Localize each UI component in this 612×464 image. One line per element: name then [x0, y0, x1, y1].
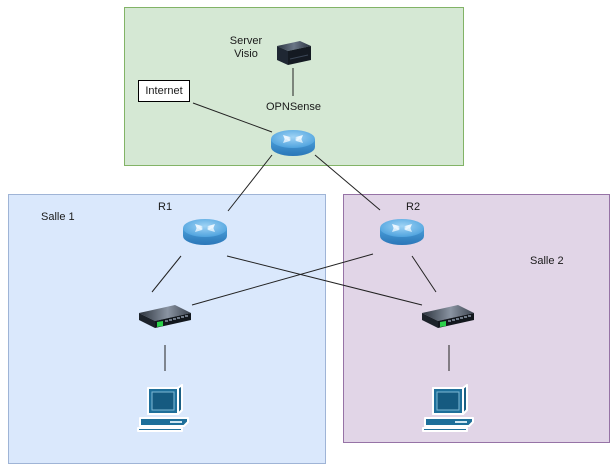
link-r2-switch1 — [191, 253, 374, 306]
links-layer — [151, 68, 450, 371]
r1-router-icon[interactable] — [181, 217, 229, 250]
salle-2-label: Salle 2 — [530, 255, 564, 267]
server-label-line2: Visio — [234, 48, 258, 60]
server-label: Server Visio — [229, 35, 263, 61]
firewall-label: OPNSense — [266, 101, 322, 113]
switch1-icon[interactable] — [137, 301, 193, 336]
r2-label: R2 — [406, 201, 421, 213]
switch2-icon[interactable] — [420, 301, 476, 336]
salle-1-label: Salle 1 — [41, 211, 75, 223]
firewall-router-icon[interactable] — [269, 128, 317, 161]
link-firewall-r1 — [227, 154, 273, 212]
internet-node[interactable]: Internet — [138, 80, 190, 102]
pc1-computer-icon[interactable] — [136, 384, 192, 435]
pc2-computer-icon[interactable] — [421, 384, 477, 435]
link-r1-switch1 — [151, 255, 182, 293]
server-icon[interactable] — [274, 39, 314, 69]
link-r1-switch2 — [226, 255, 423, 306]
link-firewall-r2 — [314, 154, 381, 211]
link-r2-switch2 — [411, 255, 437, 293]
server-label-line1: Server — [229, 35, 263, 47]
r2-router-icon[interactable] — [378, 217, 426, 250]
r1-label: R1 — [158, 201, 173, 213]
link-internet-firewall — [192, 102, 273, 133]
